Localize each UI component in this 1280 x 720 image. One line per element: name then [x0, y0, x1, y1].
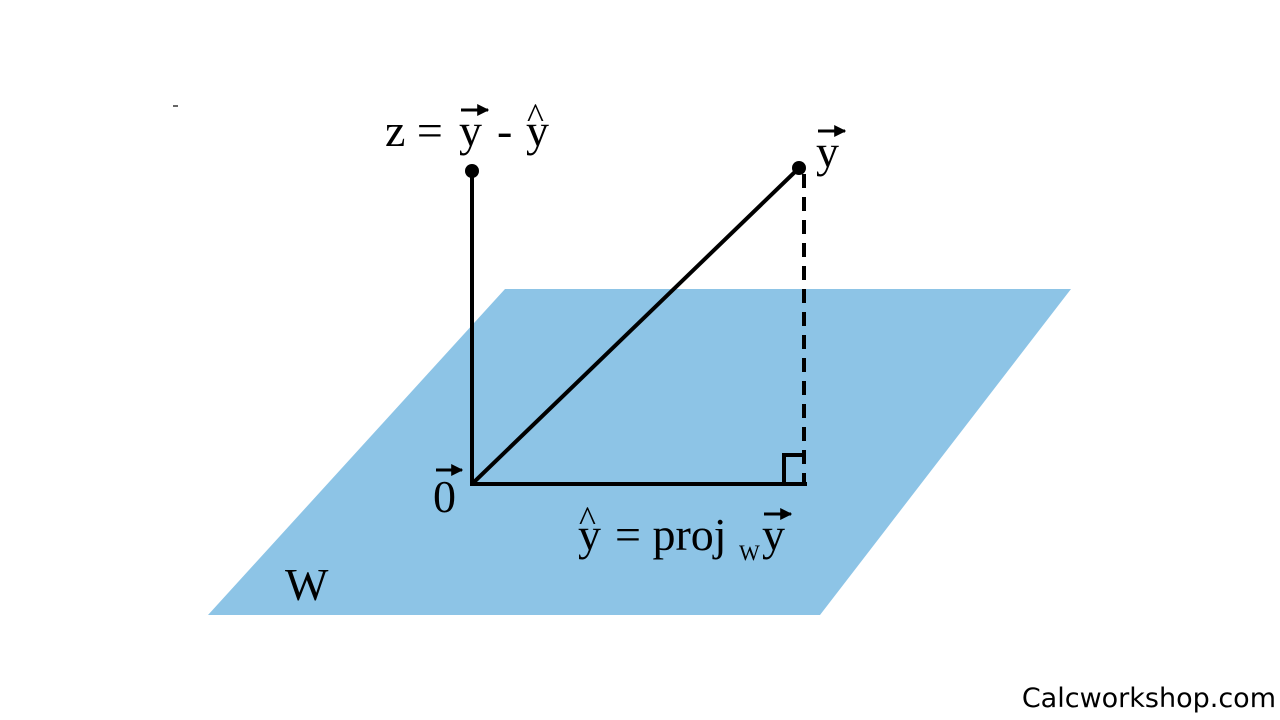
proj-label-eq: = proj — [615, 509, 727, 560]
z-endpoint-dot — [465, 164, 479, 178]
z-label-lhs: z = — [385, 105, 443, 156]
plane-w — [208, 289, 1071, 615]
right-angle-marker — [782, 453, 804, 482]
y-endpoint-dot — [792, 161, 806, 175]
hat-icon: ^ — [527, 96, 544, 136]
y-label: y — [816, 126, 839, 177]
y-vector-line — [470, 166, 801, 486]
proj-subscript-w: W — [739, 540, 760, 565]
z-label-yhat: y — [526, 105, 549, 156]
proj-label-yhat: y — [578, 509, 601, 560]
plane-label: W — [285, 559, 329, 610]
watermark: Calcworkshop.com — [1022, 683, 1276, 714]
hat-icon: ^ — [579, 499, 596, 539]
z-label-minus: - — [497, 105, 512, 156]
z-label-y: y — [459, 105, 482, 156]
zero-label: 0 — [433, 471, 456, 522]
proj-label-y: y — [762, 509, 785, 560]
